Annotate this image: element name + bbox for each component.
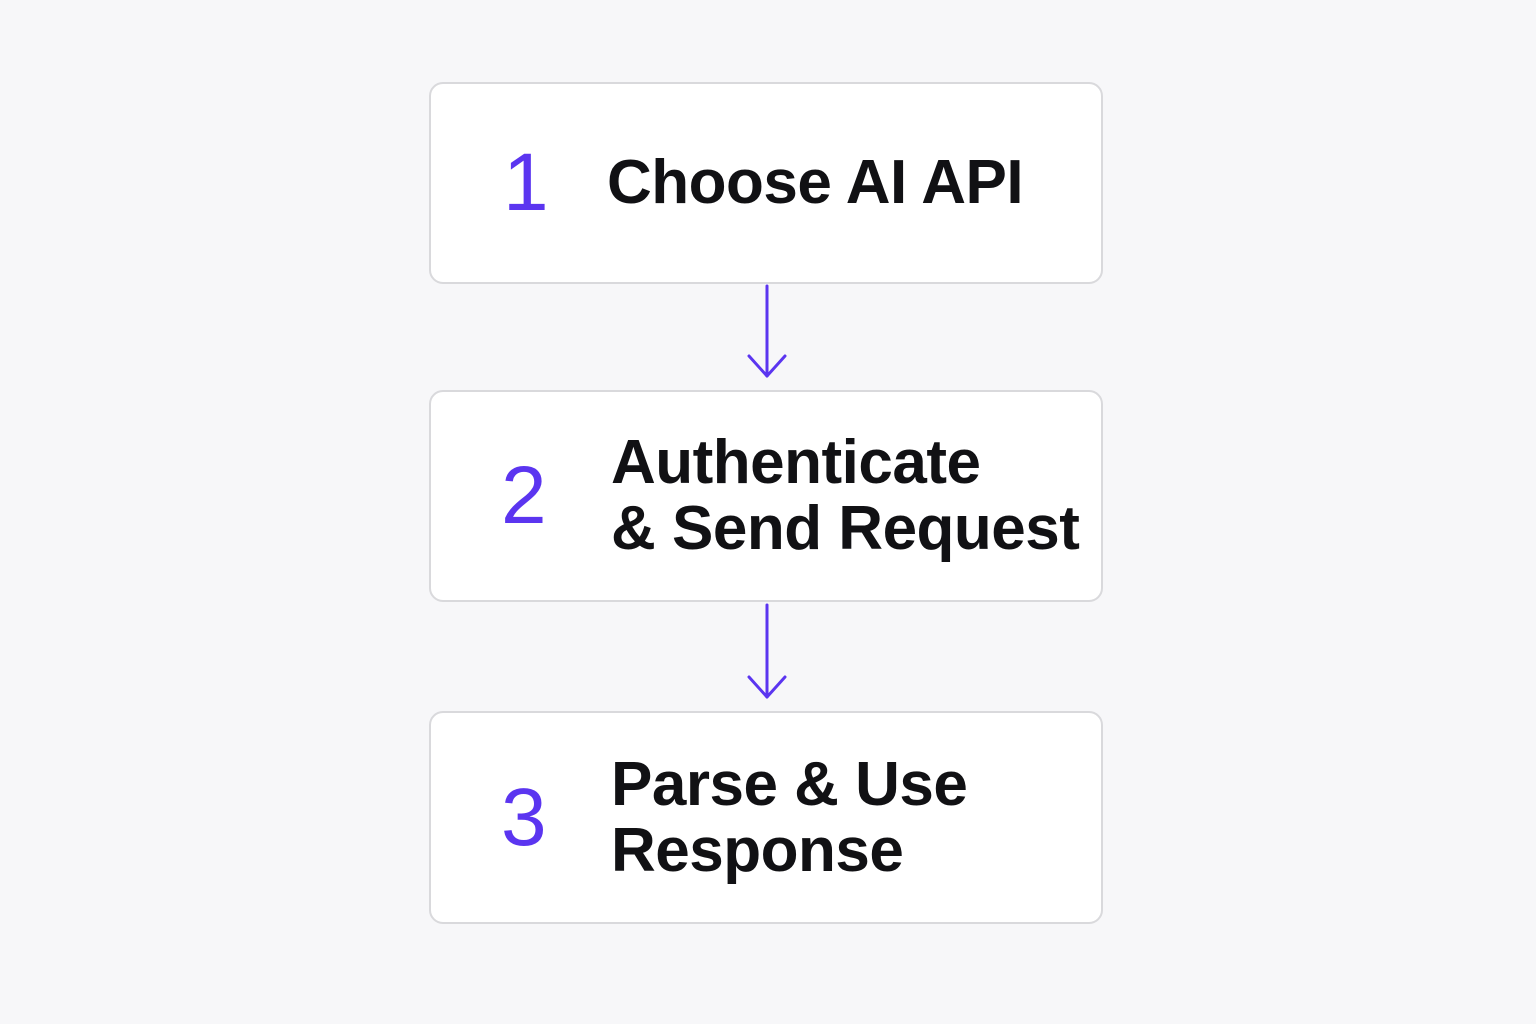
- step-label-2: Authenticate & Send Request: [611, 428, 1080, 563]
- step-box-1: 1 Choose AI API: [429, 82, 1103, 284]
- step-label-1: Choose AI API: [607, 148, 1024, 217]
- arrow-down-icon: [747, 603, 787, 699]
- arrow-down-icon: [747, 284, 787, 378]
- step-number-1: 1: [503, 137, 549, 228]
- step-number-3: 3: [501, 771, 547, 863]
- step-number-2: 2: [501, 450, 547, 541]
- step-box-2: 2 Authenticate & Send Request: [429, 390, 1103, 602]
- step-label-3: Parse & Use Response: [611, 749, 968, 885]
- step-box-3: 3 Parse & Use Response: [429, 711, 1103, 924]
